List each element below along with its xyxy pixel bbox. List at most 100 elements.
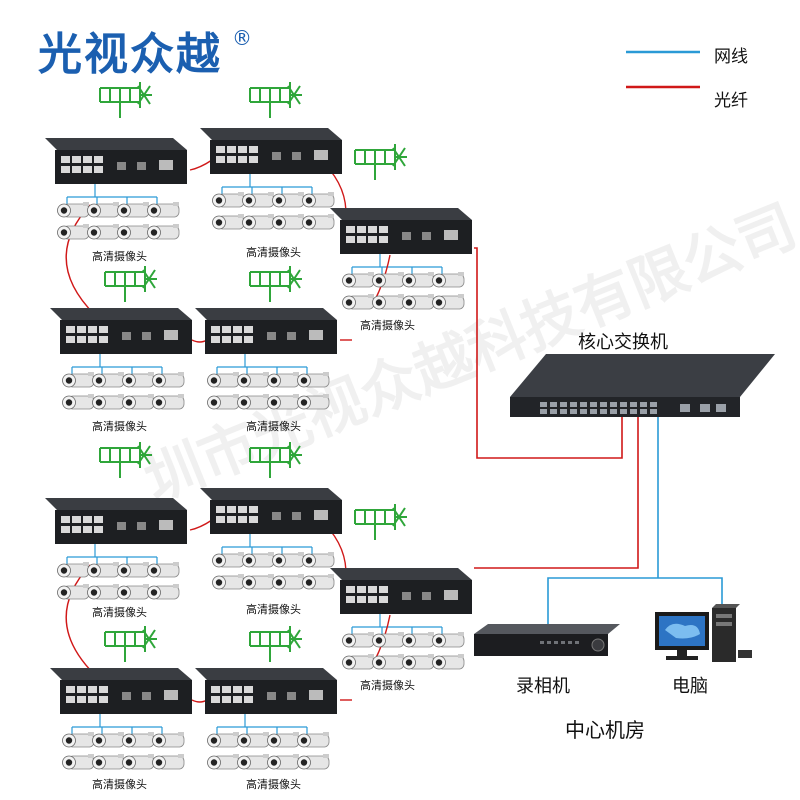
- wireless-bridge-antenna-icon: [354, 143, 408, 181]
- hd-camera-icon: [372, 271, 405, 288]
- hd-camera-icon: [267, 371, 300, 388]
- registered-mark: ®: [232, 26, 252, 50]
- hd-camera-icon: [62, 731, 95, 748]
- hd-camera-icon: [432, 631, 465, 648]
- hd-camera-icon: [237, 393, 270, 410]
- hd-camera-icon: [147, 583, 180, 600]
- hd-camera-icon: [207, 753, 240, 770]
- hd-camera-icon: [267, 753, 300, 770]
- poe-switch: [195, 668, 337, 714]
- hd-camera-icon: [57, 583, 90, 600]
- hd-camera-icon: [212, 191, 245, 208]
- hd-camera-icon: [152, 371, 185, 388]
- hd-camera-icon: [432, 653, 465, 670]
- hd-camera-icon: [207, 393, 240, 410]
- hd-camera-icon: [302, 191, 335, 208]
- wireless-bridge-antenna-icon: [249, 265, 303, 303]
- camera-group-label: 高清摄像头: [246, 603, 301, 616]
- camera-group-label: 高清摄像头: [246, 420, 301, 433]
- poe-switch: [195, 308, 337, 354]
- hd-camera-icon: [117, 583, 150, 600]
- hd-camera-icon: [57, 223, 90, 240]
- hd-camera-icon: [212, 551, 245, 568]
- hd-camera-icon: [92, 371, 125, 388]
- hd-camera-icon: [117, 561, 150, 578]
- hd-camera-icon: [57, 561, 90, 578]
- camera-group-label: 高清摄像头: [246, 246, 301, 259]
- hd-camera-icon: [342, 271, 375, 288]
- hd-camera-icon: [122, 393, 155, 410]
- hd-camera-icon: [242, 551, 275, 568]
- hd-camera-icon: [122, 371, 155, 388]
- fiber-trunk-line: [474, 247, 623, 459]
- fiber-line: [65, 204, 96, 316]
- hd-camera-icon: [302, 551, 335, 568]
- hd-camera-icon: [57, 201, 90, 218]
- hd-camera-icon: [372, 293, 405, 310]
- hd-camera-icon: [207, 371, 240, 388]
- hd-camera-icon: [62, 393, 95, 410]
- fiber-line: [65, 564, 96, 676]
- poe-switch: [50, 308, 192, 354]
- hd-camera-icon: [212, 213, 245, 230]
- camera-group-label: 高清摄像头: [360, 319, 415, 332]
- hd-camera-icon: [152, 731, 185, 748]
- hd-camera-icon: [342, 293, 375, 310]
- poe-switch: [50, 668, 192, 714]
- hd-camera-icon: [297, 753, 330, 770]
- wireless-bridge-antenna-icon: [249, 625, 303, 663]
- legend-network-cable-label: 网线: [714, 47, 748, 67]
- hd-camera-icon: [152, 393, 185, 410]
- hd-camera-icon: [242, 573, 275, 590]
- hd-camera-icon: [87, 561, 120, 578]
- hd-camera-icon: [297, 371, 330, 388]
- network-cable-line: [547, 577, 723, 625]
- poe-switch: [45, 498, 187, 544]
- camera-group-label: 高清摄像头: [92, 778, 147, 791]
- hd-camera-icon: [432, 271, 465, 288]
- fiber-line: [189, 519, 213, 531]
- hd-camera-icon: [402, 271, 435, 288]
- hd-camera-icon: [147, 561, 180, 578]
- hd-camera-icon: [117, 223, 150, 240]
- poe-switch: [330, 208, 472, 254]
- camera-group-label: 高清摄像头: [92, 606, 147, 619]
- hd-camera-icon: [207, 731, 240, 748]
- hd-camera-icon: [272, 191, 305, 208]
- poe-switch: [200, 488, 342, 534]
- hd-camera-icon: [152, 753, 185, 770]
- center-room-label: 中心机房: [565, 718, 645, 742]
- hd-camera-icon: [342, 631, 375, 648]
- nvr-label: 录相机: [516, 676, 570, 697]
- pc-computer: [655, 604, 752, 662]
- hd-camera-icon: [272, 213, 305, 230]
- poe-switch: [45, 138, 187, 184]
- camera-group-label: 高清摄像头: [246, 778, 301, 791]
- hd-camera-icon: [147, 223, 180, 240]
- core-switch: [510, 354, 775, 417]
- hd-camera-icon: [242, 191, 275, 208]
- hd-camera-icon: [267, 731, 300, 748]
- hd-camera-icon: [122, 753, 155, 770]
- fiber-trunk-line: [474, 410, 639, 569]
- hd-camera-icon: [297, 393, 330, 410]
- hd-camera-icon: [237, 731, 270, 748]
- camera-group-label: 高清摄像头: [92, 420, 147, 433]
- hd-camera-icon: [122, 731, 155, 748]
- hd-camera-icon: [372, 631, 405, 648]
- fiber-line: [191, 339, 208, 343]
- wireless-bridge-antenna-icon: [249, 441, 303, 479]
- hd-camera-icon: [432, 293, 465, 310]
- hd-camera-icon: [147, 201, 180, 218]
- fiber-line: [189, 159, 213, 171]
- wireless-bridge-antenna-icon: [99, 441, 153, 479]
- wireless-bridge-antenna-icon: [104, 625, 158, 663]
- hd-camera-icon: [87, 583, 120, 600]
- hd-camera-icon: [212, 573, 245, 590]
- hd-camera-icon: [302, 573, 335, 590]
- hd-camera-icon: [272, 551, 305, 568]
- hd-camera-icon: [402, 293, 435, 310]
- hd-camera-icon: [402, 631, 435, 648]
- hd-camera-icon: [302, 213, 335, 230]
